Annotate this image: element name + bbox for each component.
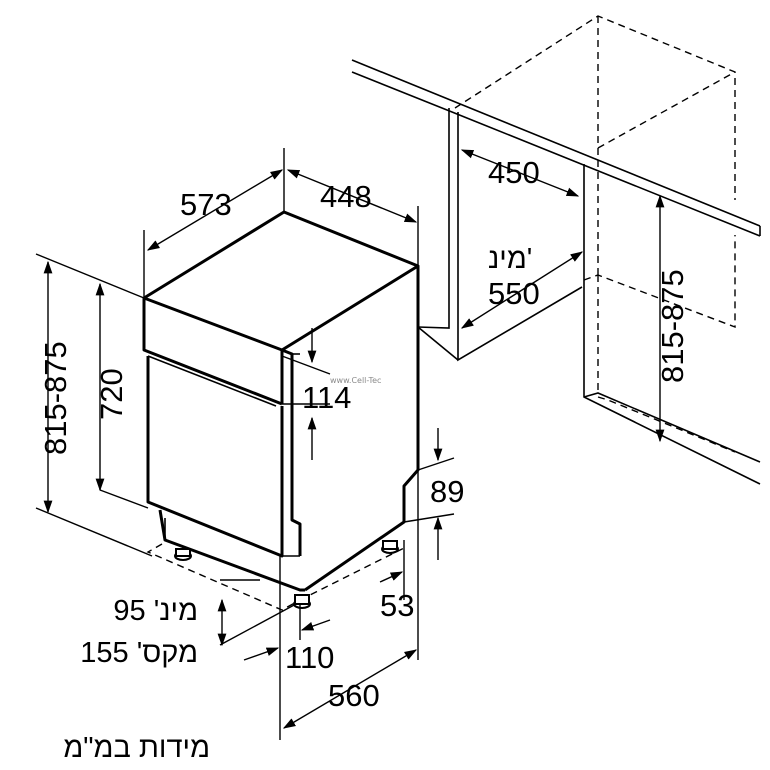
foot-front-left-post (175, 548, 191, 557)
foot-offset-label: 110 (285, 640, 334, 675)
hidden-cabinet-diag (597, 71, 736, 149)
cabinet-side-left-inner (457, 112, 583, 362)
niche-min-text: מינ' (488, 243, 532, 275)
niche-height-label: 815-875 (655, 269, 690, 383)
hidden-floor-line (597, 396, 736, 453)
total-height-label: 815-875 (38, 341, 73, 455)
hidden-cabinet-top (454, 15, 736, 200)
footprint-dashed-side (299, 547, 405, 601)
footprint-dashed (146, 543, 301, 611)
offset-arrow-left (243, 647, 280, 661)
cabinet-side-left-outer (417, 108, 450, 329)
countertop-bottom-edge (351, 71, 761, 237)
right-side (304, 266, 420, 592)
foot-max-label: מקס' 155 (80, 637, 198, 669)
cabinet-side-right-floor (583, 392, 761, 463)
niche-cabinet: 450 מינ' 550 815-875 (351, 15, 761, 485)
door-front (146, 356, 284, 558)
front-right-recess (281, 348, 302, 556)
hidden-cabinet-bottom (583, 235, 736, 329)
setback-label: 53 (380, 588, 414, 623)
setback-arrow (379, 571, 404, 583)
depth-label: 573 (180, 187, 232, 222)
total-height-ext-top (35, 253, 145, 299)
depth-arrow (146, 169, 284, 251)
plinth-ext-bottom (403, 513, 455, 523)
plinth-height-label: 89 (430, 474, 464, 509)
cabinet-side-left-base (417, 326, 459, 361)
foot-min-label: מינ' 95 (113, 595, 198, 627)
panel-ext-top (281, 355, 331, 375)
units-note: מידות במ"מ (63, 732, 210, 764)
foot-ext-bottom (219, 603, 297, 646)
watermark: www.Cell-Tec (330, 376, 381, 385)
niche-depth-label: 450 (488, 155, 540, 190)
plinth-ext-top (417, 457, 455, 471)
body-height-label: 720 (94, 368, 129, 420)
top-face (142, 210, 420, 352)
dimension-lines: 573 448 815-875 720 114 www.Cell-Tec 89 … (35, 148, 464, 740)
foot-front-right-post (294, 594, 310, 605)
width-label: 448 (320, 179, 372, 214)
offset-arrow-right (300, 619, 331, 631)
panel-height-label: 114 (302, 380, 351, 415)
door-top-edge (147, 355, 277, 407)
niche-width-arrow (460, 251, 584, 329)
dishwasher-body (142, 210, 420, 611)
door-depth-label: 560 (328, 678, 380, 713)
body-height-ext-bottom (99, 489, 149, 509)
width-arrow (286, 169, 418, 223)
control-panel-front (142, 298, 283, 406)
plinth-front (158, 509, 305, 592)
total-height-ext-bottom (35, 507, 153, 557)
door-depth-arrow (282, 649, 418, 729)
countertop-top-edge (351, 59, 761, 227)
foot-back-right-post (382, 540, 398, 550)
niche-min-width-label: 550 (488, 276, 540, 311)
niche-depth-arrow (460, 149, 580, 197)
